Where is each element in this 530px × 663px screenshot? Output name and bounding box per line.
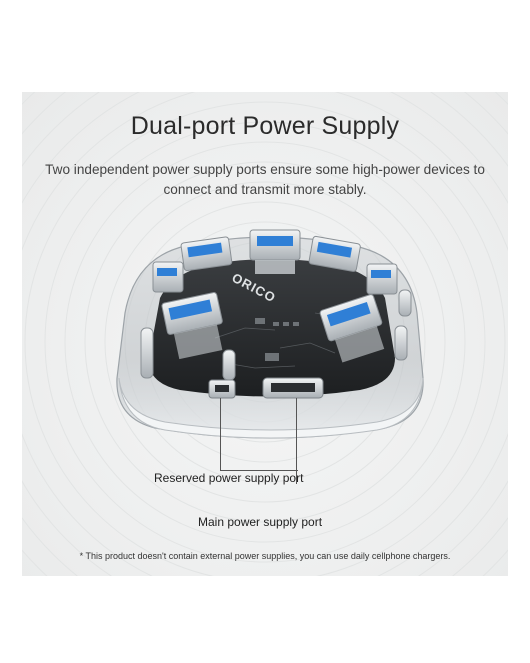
usb-port-front-right	[319, 294, 385, 363]
usb-port-upper-right	[308, 235, 361, 272]
usb-port-left	[152, 261, 184, 293]
footnote: * This product doesn't contain external …	[79, 551, 451, 561]
main-power-port	[262, 377, 324, 399]
reserved-port-leader-vertical	[220, 398, 221, 470]
main-port-leader-vertical	[296, 398, 297, 484]
usb-port-upper-left	[180, 236, 233, 272]
usb-port-top	[249, 229, 301, 274]
reserved-port-leader-horizontal	[220, 470, 298, 471]
usb-hub-illustration: ORICO	[116, 229, 424, 439]
description-text: Two independent power supply ports ensur…	[45, 162, 485, 197]
usb-port-front-left	[161, 292, 223, 360]
page-title: Dual-port Power Supply	[130, 112, 400, 140]
main-port-label: Main power supply port	[198, 515, 323, 529]
background-panel	[22, 92, 508, 576]
reserved-port-label: Reserved power supply port	[154, 471, 304, 485]
usb-port-right	[366, 263, 398, 295]
reserved-power-port	[208, 379, 236, 399]
